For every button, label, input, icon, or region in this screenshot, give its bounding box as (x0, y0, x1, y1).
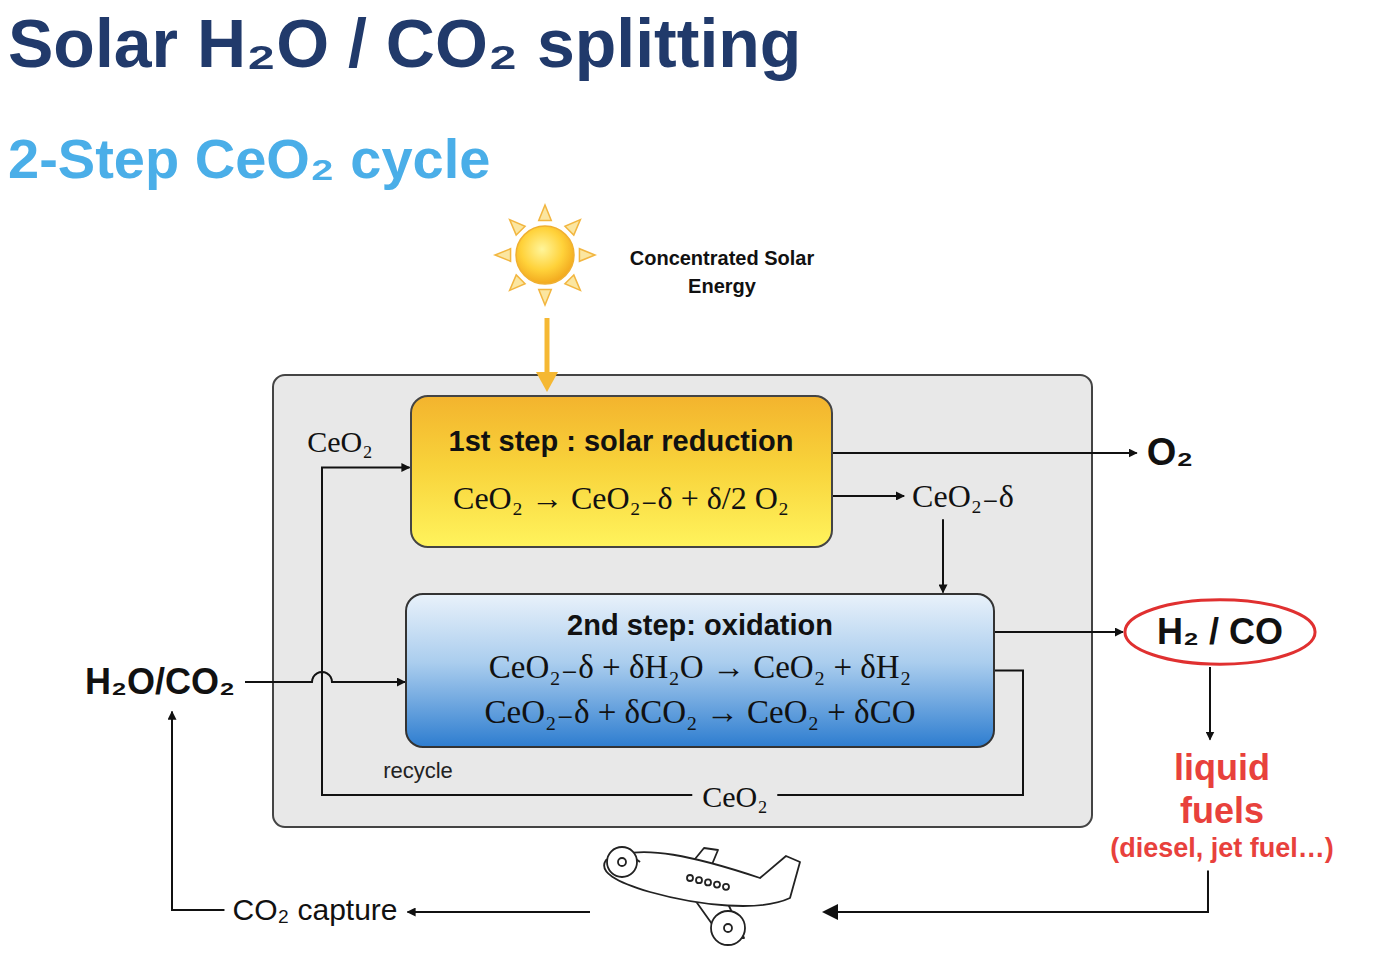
process-box: 2nd step: oxidationCeO₂₋δ + δH₂O → CeO₂ … (405, 593, 995, 748)
sun-symbol (516, 226, 574, 284)
node-heading: 1st step : solar reduction (449, 424, 794, 459)
node-heading: CO₂ capture (232, 892, 397, 928)
material-label: CeO₂ (307, 421, 372, 463)
slide-title: Solar H₂O / CO₂ splitting (8, 4, 801, 82)
flow-arrow (995, 631, 1123, 633)
product-label: O₂ (1143, 428, 1197, 478)
edge-label: CeO₂ (692, 780, 777, 814)
input-label: H₂O/CO₂ (81, 658, 239, 705)
capture-label: CO₂ capture (228, 890, 401, 930)
node-heading: liquid fuels (1137, 746, 1307, 832)
flow-arrow (408, 870, 1208, 912)
recycle-label: recycle (383, 756, 453, 787)
flow-arrow (942, 519, 944, 592)
solar-arrow (545, 318, 550, 374)
node-text: CeO₂ → CeO₂₋δ + δ/2 O₂ (453, 479, 789, 517)
process-panel (273, 375, 1092, 827)
flow-arrow (245, 672, 405, 682)
process-box: 1st step : solar reductionCeO₂ → CeO₂₋δ … (410, 395, 833, 548)
node-heading: O₂ (1147, 430, 1193, 476)
sun-rays (495, 205, 595, 305)
flow-arrow (172, 712, 224, 910)
slide-subtitle: 2-Step CeO₂ cycle (8, 120, 490, 198)
energy-label: Concentrated Solar Energy (607, 244, 837, 300)
product-ellipse: H₂ / CO (1123, 597, 1317, 667)
node-heading: CeO₂₋δ (912, 477, 1014, 515)
node-text: (diesel, jet fuel…) (1110, 832, 1334, 864)
node-heading: H₂O/CO₂ (85, 660, 235, 703)
material-label: CeO₂₋δ (908, 475, 1018, 517)
fuel-label: liquid fuels(diesel, jet fuel…) (1106, 744, 1338, 867)
node-heading: H₂ / CO (1157, 610, 1283, 653)
node-heading: 2nd step: oxidation (567, 608, 833, 643)
flow-arrow (1209, 667, 1211, 740)
node-text: CeO₂₋δ + δH₂O → CeO₂ + δH₂ (489, 648, 911, 688)
airplane-illustration (604, 847, 838, 945)
solar-arrowhead (536, 372, 558, 392)
flow-arrow (833, 495, 905, 497)
node-text: CeO₂₋δ + δCO₂ → CeO₂ + δCO (485, 693, 916, 733)
flow-arrow (833, 452, 1137, 454)
